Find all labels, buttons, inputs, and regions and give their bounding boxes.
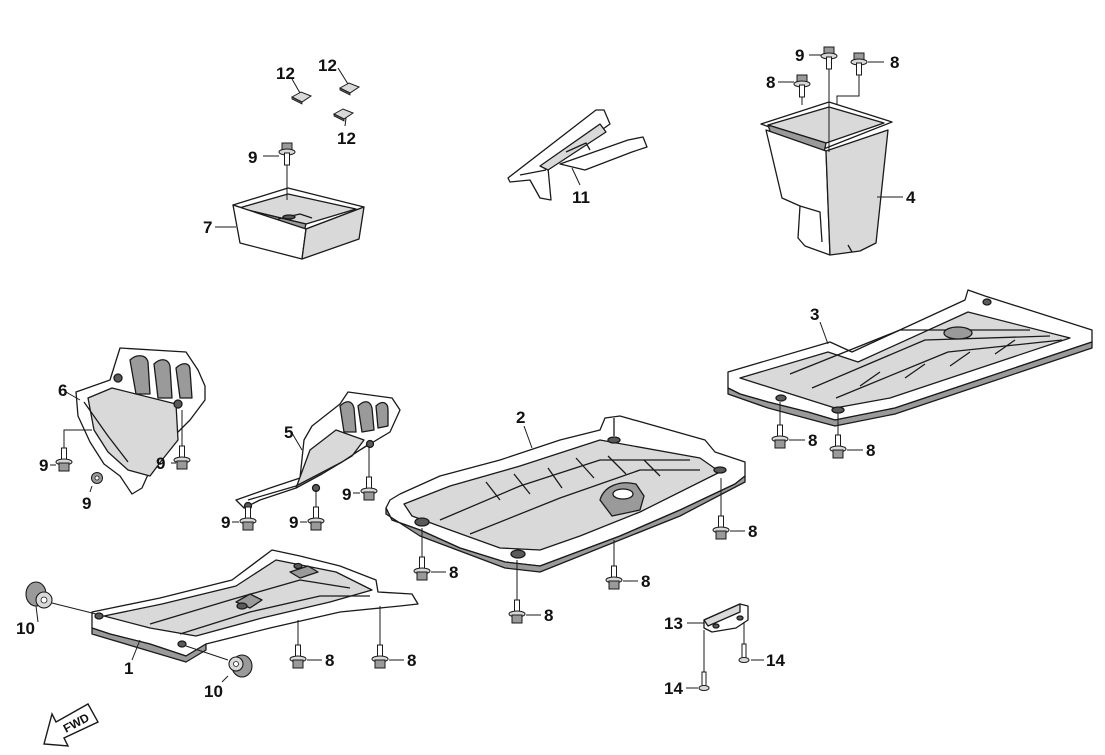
bolt-8-main-skid-plate: [712, 515, 730, 540]
callout-9: 9: [248, 148, 257, 167]
flange-bolt-icon: [371, 644, 389, 669]
callout-13: 13: [664, 614, 683, 633]
bolt-9-bin: [278, 142, 296, 166]
callout-9: 9: [795, 46, 804, 65]
screw-14-clip: [738, 643, 750, 663]
flange-bolt-icon: [850, 52, 868, 76]
callout-8: 8: [544, 606, 553, 625]
callout-9: 9: [39, 456, 48, 475]
callout-9: 9: [156, 454, 165, 473]
flange-bolt-icon: [239, 506, 257, 531]
grommet-9-side-guard: [91, 472, 103, 484]
callout-1: 1: [124, 659, 133, 678]
flange-bolt-icon: [829, 434, 847, 459]
foam-pad-icon: [291, 91, 312, 105]
callout-7: 7: [203, 218, 212, 237]
part-4-deep-bin: [760, 101, 893, 256]
part-13-clip: [703, 603, 749, 633]
flange-bolt-icon: [605, 565, 623, 590]
part-2-main-skid-plate: [385, 415, 746, 573]
flange-bolt-icon: [55, 447, 73, 472]
callout-10: 10: [16, 619, 35, 638]
bolt-8-deep-bin: [850, 52, 868, 76]
flange-bolt-icon: [738, 657, 750, 663]
bolt-9-center-guard: [239, 506, 257, 531]
part-7-storage-bin: [232, 187, 365, 260]
callout-8: 8: [407, 651, 416, 670]
callout-8: 8: [748, 522, 757, 541]
flange-bolt-icon: [712, 515, 730, 540]
flange-bolt-icon: [278, 142, 296, 166]
part-1-front-skid-plate: [91, 549, 419, 663]
foam-pad-icon: [333, 108, 354, 122]
flange-bolt-icon: [307, 506, 325, 531]
bolt-8-main-skid-plate: [413, 556, 431, 581]
flange-bolt-icon: [793, 74, 811, 98]
part-11-bracket: [507, 109, 648, 201]
bolt-8-main-skid-plate: [508, 599, 526, 624]
callout-8: 8: [866, 441, 875, 460]
callout-8: 8: [641, 572, 650, 591]
callout-3: 3: [810, 305, 819, 324]
flange-bolt-icon: [289, 644, 307, 669]
screw-14-clip: [698, 671, 710, 691]
bolt-9-deep-bin: [820, 46, 838, 70]
bushing-10-right: [228, 654, 253, 678]
flange-bolt-icon: [508, 599, 526, 624]
callout-8: 8: [890, 53, 899, 72]
callout-12: 12: [318, 56, 337, 75]
callout-8: 8: [766, 73, 775, 92]
callout-2: 2: [516, 408, 525, 427]
callout-9: 9: [82, 494, 91, 513]
bolt-8-floor-panel: [829, 434, 847, 459]
bushing-10-left: [25, 581, 53, 609]
callout-8: 8: [808, 431, 817, 450]
bolt-8-front-skid-plate: [289, 644, 307, 669]
callout-14: 14: [766, 651, 785, 670]
flange-bolt-icon: [698, 685, 710, 691]
callout-6: 6: [58, 381, 67, 400]
callout-11: 11: [572, 188, 590, 207]
bolt-8-front-skid-plate: [371, 644, 389, 669]
bolt-8-deep-bin: [793, 74, 811, 98]
callout-5: 5: [284, 423, 293, 442]
callout-9: 9: [289, 513, 298, 532]
flange-bolt-icon: [771, 424, 789, 449]
part-3-floor-panel: [727, 289, 1093, 427]
callout-9: 9: [221, 513, 230, 532]
bolt-9-center-guard: [360, 476, 378, 501]
bolt-9-center-guard: [307, 506, 325, 531]
callout-8: 8: [325, 651, 334, 670]
callout-14: 14: [664, 679, 683, 698]
bolt-8-main-skid-plate: [605, 565, 623, 590]
part-6-side-guard: [75, 347, 206, 495]
forward-arrow-icon: FWD: [43, 703, 99, 747]
callout-8: 8: [449, 563, 458, 582]
callout-4: 4: [906, 188, 916, 207]
callout-9: 9: [342, 485, 351, 504]
callout-12: 12: [337, 129, 356, 148]
bolt-8-floor-panel: [771, 424, 789, 449]
flange-bolt-icon: [173, 445, 191, 470]
foam-pad-icon: [339, 82, 360, 96]
part-12-pads: [291, 82, 360, 122]
bolt-9-side-guard: [173, 445, 191, 470]
flange-bolt-icon: [413, 556, 431, 581]
part-5-center-guard: [235, 391, 401, 511]
flange-bolt-icon: [820, 46, 838, 70]
flange-bolt-icon: [360, 476, 378, 501]
callout-10: 10: [204, 682, 223, 701]
callout-12: 12: [276, 64, 295, 83]
bolt-9-side-guard: [55, 447, 73, 472]
